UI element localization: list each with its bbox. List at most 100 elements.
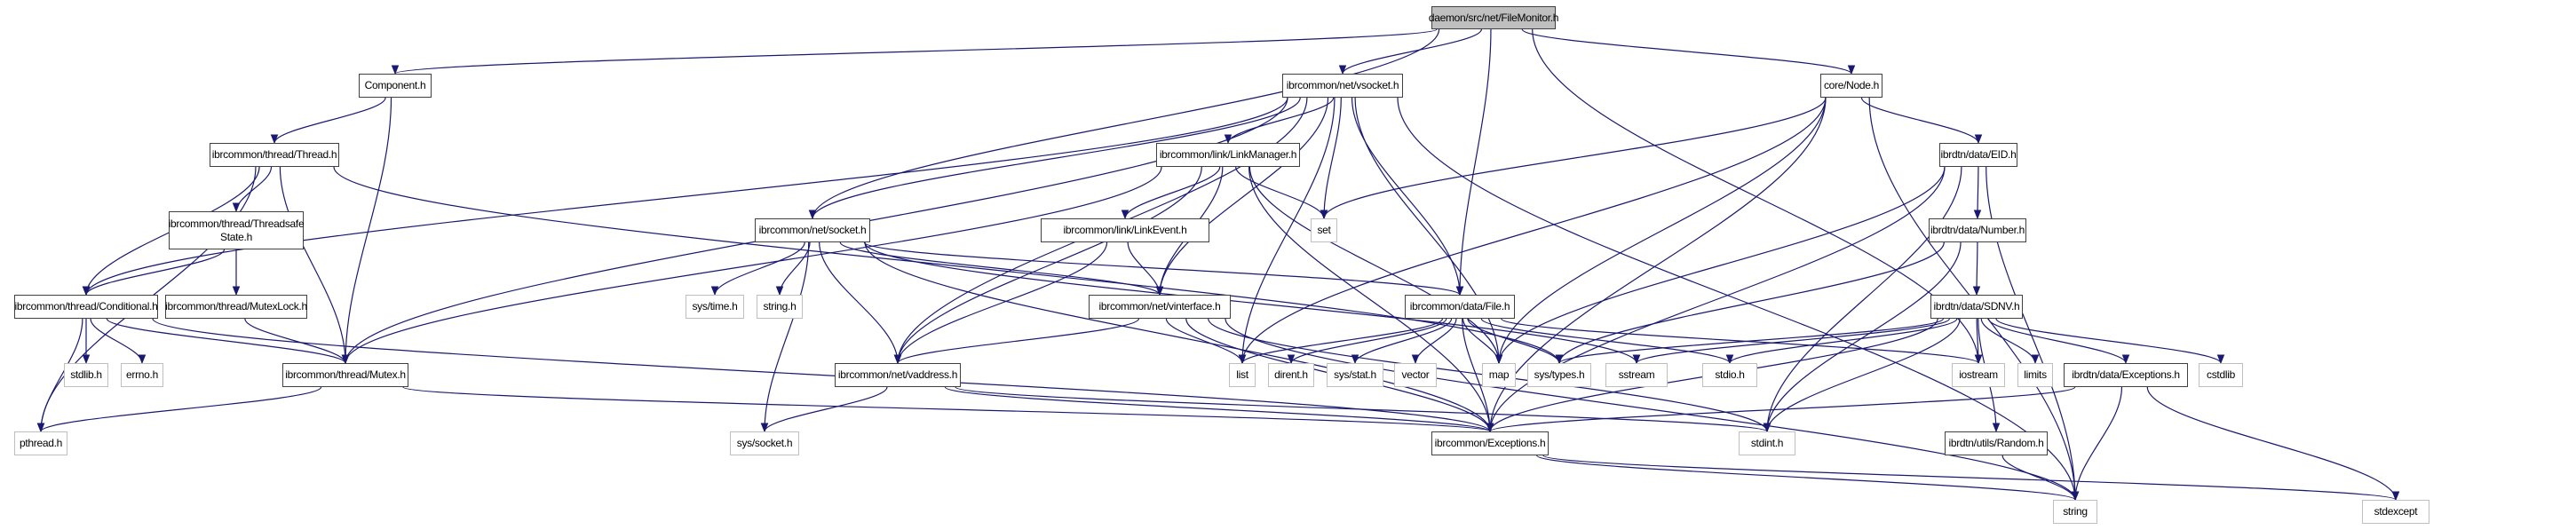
edge-filemonitor-to-vsocket (1338, 28, 1482, 75)
edge-mutexlock-to-mutex (244, 318, 350, 365)
edge-filemonitor-to-socket (808, 28, 1440, 220)
edge-filemonitor-to-file (1455, 28, 1492, 297)
edge-eid-to-map (1494, 166, 1946, 365)
edge-socket-to-vinterface (839, 241, 1164, 297)
edge-conditional-to-pthread (36, 318, 83, 433)
edge-linkmanager-to-exceptions (1248, 166, 1494, 433)
edge-vsocket-to-socket (808, 97, 1301, 220)
node-number[interactable]: ibrdtn/data/Number.h (1929, 218, 2026, 242)
node-file[interactable]: ibrcommon/data/File.h (1405, 295, 1515, 319)
edge-vsocket-to-file (1351, 97, 1464, 297)
edge-dtnexceptions-to-string (2071, 386, 2123, 502)
edge-sdnv-to-stdio (1725, 318, 1958, 365)
node-list: list (1229, 363, 1256, 387)
node-conditional[interactable]: ibrcommon/thread/Conditional.h (14, 295, 158, 319)
edge-sdnv-to-dtnexceptions (1987, 318, 2130, 365)
node-map: map (1482, 363, 1516, 387)
edge-file-to-stdio (1480, 318, 1734, 365)
node-sys-time: sys/time.h (686, 295, 744, 319)
edge-socket-to-sstream (864, 241, 1641, 365)
node-dirent: dirent.h (1268, 363, 1314, 387)
node-pthread: pthread.h (14, 431, 67, 455)
edge-vsocket-to-map (1354, 97, 1503, 365)
edge-vsocket-to-conditional (82, 97, 1288, 297)
edge-socket-to-exceptions (864, 241, 1494, 433)
edge-thread-to-mutex (279, 166, 350, 365)
edge-linkmanager-to-map (1248, 166, 1503, 365)
node-thread[interactable]: ibrcommon/thread/Thread.h (210, 143, 339, 167)
node-linkevent[interactable]: ibrcommon/link/LinkEvent.h (1041, 218, 1209, 242)
node-string-h: string.h (757, 295, 803, 319)
node-vsocket[interactable]: ibrcommon/net/vsocket.h (1282, 74, 1403, 98)
node-component[interactable]: Component.h (359, 74, 432, 98)
edge-vaddress-to-stdint (955, 386, 1771, 433)
edge-component-to-thread (270, 97, 386, 145)
edge-vinterface-to-vaddress (893, 318, 1139, 365)
edge-linkmanager-to-vaddress (893, 166, 1202, 365)
edge-vaddress-to-syssocket (760, 386, 888, 433)
node-vaddress[interactable]: ibrcommon/net/vaddress.h (835, 363, 961, 387)
node-limits: limits (2017, 363, 2053, 387)
node-random[interactable]: ibrdtn/utils/Random.h (1945, 431, 2048, 455)
node-iostream: iostream (1952, 363, 2005, 387)
edge-sdnv-to-iostream (1974, 318, 1983, 365)
edge-mutex-to-exceptions (402, 386, 1494, 433)
node-sys-socket: sys/socket.h (730, 431, 799, 455)
edge-linkevent-to-vaddress (893, 241, 1108, 365)
edge-node-to-set (1320, 97, 1827, 220)
edge-sdnv-to-cstdlib (1995, 318, 2225, 365)
node-mutex[interactable]: ibrcommon/thread/Mutex.h (282, 363, 408, 387)
edge-number-to-sdnv (1972, 241, 1981, 297)
edge-linkmanager-to-mutex (341, 166, 1162, 365)
edge-vsocket-to-list (1238, 97, 1336, 365)
edge-file-to-sysstat (1351, 318, 1453, 365)
edge-sdnv-to-systypes (1555, 318, 1944, 365)
edge-file-to-list (1238, 318, 1443, 365)
node-filemonitor: daemon/src/net/FileMonitor.h (1429, 6, 1558, 29)
edge-dtnexceptions-to-stdexcept (2146, 386, 2400, 502)
node-core-node[interactable]: core/Node.h (1820, 74, 1882, 98)
node-set: set (1311, 218, 1337, 242)
edge-file-to-iostream (1501, 318, 1983, 365)
edge-mutex-to-pthread (36, 386, 322, 433)
edge-file-to-map (1462, 318, 1503, 365)
edge-thread-to-threadsafestate (232, 166, 273, 213)
node-dtn-exceptions[interactable]: ibrdtn/data/Exceptions.h (2064, 363, 2188, 387)
edge-file-to-dirent (1287, 318, 1447, 365)
node-cstdlib: cstdlib (2199, 363, 2243, 387)
edge-random-to-string (2001, 455, 2080, 502)
edge-socket-to-syssocket (760, 241, 810, 433)
edge-file-to-exceptions (1462, 318, 1494, 433)
edge-exceptions-to-stdexcept (1542, 455, 2399, 502)
edge-filemonitor-to-node (1521, 28, 1856, 75)
edge-sdnv-to-limits (1980, 318, 2040, 365)
edge-component-to-mutex (341, 97, 392, 365)
node-errno: errno.h (121, 363, 163, 387)
edge-sdnv-to-sstream (1632, 318, 1950, 365)
edge-file-to-vector (1411, 318, 1457, 365)
node-stdint: stdint.h (1739, 431, 1795, 455)
node-threadsafestate[interactable]: ibrcommon/thread/Threadsafe State.h (169, 211, 305, 249)
edge-vsocket-to-set (1320, 97, 1342, 220)
edge-linkmanager-to-linkevent (1121, 166, 1221, 220)
edge-thread-to-systypes (333, 166, 1564, 365)
edge-socket-to-systime (710, 241, 805, 297)
edge-vsocket-to-linkmanager (1224, 97, 1335, 145)
edge-eid-to-exceptions (1486, 166, 1946, 433)
edge-conditional-to-exceptions (152, 318, 1494, 433)
edge-socket-to-vaddress (819, 241, 902, 365)
node-vinterface[interactable]: ibrcommon/net/vinterface.h (1089, 295, 1231, 319)
edge-linkmanager-to-set (1235, 166, 1328, 220)
edge-eid-to-string (1986, 166, 2080, 502)
node-sys-types: sys/types.h (1527, 363, 1591, 387)
node-mutexlock[interactable]: ibrcommon/thread/MutexLock.h (165, 295, 307, 319)
node-linkmanager[interactable]: ibrcommon/link/LinkManager.h (1156, 143, 1300, 167)
node-eid[interactable]: ibrdtn/data/EID.h (1939, 143, 2017, 167)
node-sys-stat: sys/stat.h (1327, 363, 1383, 387)
node-sdnv[interactable]: ibrdtn/data/SDNV.h (1930, 295, 2023, 319)
node-socket[interactable]: ibrcommon/net/socket.h (755, 218, 870, 242)
node-exceptions[interactable]: ibrcommon/Exceptions.h (1431, 431, 1549, 455)
edge-filemonitor-to-component (392, 28, 1438, 75)
